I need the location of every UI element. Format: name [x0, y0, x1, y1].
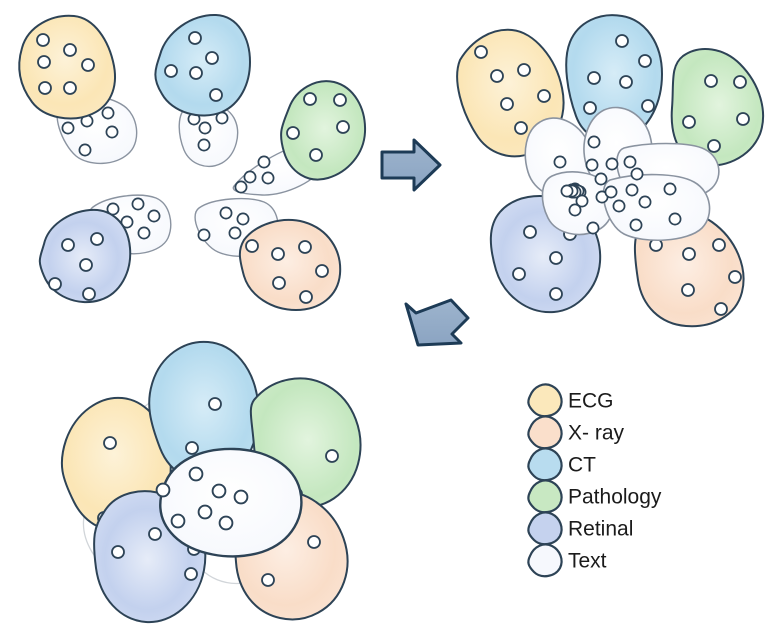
- legend-item-text[interactable]: Text: [527, 543, 607, 578]
- legend-swatch-text: [527, 543, 563, 578]
- legend-label-ct: CT: [568, 454, 596, 477]
- legend-label-text: Text: [568, 550, 607, 573]
- dots-text-with-retinal: [106, 197, 161, 240]
- dots-text-merged-center: [155, 466, 249, 531]
- legend-item-ct[interactable]: CT: [527, 447, 596, 482]
- legend-swatch-xray: [527, 415, 563, 450]
- dots-text-partial-lower: [560, 182, 682, 235]
- text-blob-cluster-partial: [524, 106, 720, 242]
- blob-pair-ecg-unaligned: [18, 14, 138, 165]
- panel-unaligned: [18, 13, 367, 312]
- blob-ecg-unaligned: [18, 14, 116, 120]
- legend-item-ecg[interactable]: ECG: [527, 383, 614, 418]
- legend-swatch-ct: [527, 447, 563, 482]
- blob-pair-pathology-unaligned: [232, 80, 367, 196]
- legend-item-xray[interactable]: X- ray: [527, 415, 625, 450]
- blob-pathology-unaligned: [280, 80, 367, 181]
- arrow-right: [380, 138, 442, 192]
- legend-item-retinal[interactable]: Retinal: [527, 511, 633, 546]
- legend-label-xray: X- ray: [568, 422, 625, 445]
- dots-text-with-xray: [197, 206, 250, 242]
- legend-swatch-pathology: [527, 479, 563, 514]
- dots-text-with-ecg: [61, 106, 119, 157]
- dots-ct-unaligned: [164, 31, 223, 102]
- legend-swatch-ecg: [527, 383, 563, 418]
- blob-xray-unaligned: [238, 219, 342, 312]
- blob-retinal-unaligned: [38, 208, 132, 304]
- dots-pathology-unaligned: [286, 92, 350, 162]
- dots-xray-partial: [649, 238, 742, 316]
- arrow-down-left: [404, 298, 470, 347]
- panel-fully-aligned: [60, 340, 362, 624]
- blob-pair-xray-unaligned: [194, 197, 342, 312]
- dots-ecg-partial: [474, 45, 551, 135]
- blob-text-merged-center: [159, 447, 303, 558]
- dots-ct-partial: [583, 34, 655, 115]
- legend-label-ecg: ECG: [568, 390, 614, 413]
- dots-retinal-unaligned: [48, 232, 104, 301]
- blob-pair-retinal-unaligned: [38, 194, 172, 304]
- legend: ECG X- ray CT Pathology Retinal Text: [527, 383, 662, 578]
- blob-ct-unaligned: [154, 13, 252, 117]
- dots-pathology-partial: [682, 74, 750, 153]
- legend-item-pathology[interactable]: Pathology: [527, 479, 662, 514]
- panel-partially-aligned: [456, 14, 765, 328]
- dots-text-with-pathology: [234, 155, 275, 194]
- dots-ecg-unaligned: [36, 33, 95, 95]
- legend-label-retinal: Retinal: [568, 518, 633, 541]
- blob-pair-ct-unaligned: [154, 13, 252, 168]
- blob-ct-aligned: [148, 340, 260, 483]
- legend-label-pathology: Pathology: [568, 486, 662, 509]
- legend-swatch-retinal: [527, 511, 563, 546]
- dots-xray-unaligned: [245, 239, 329, 304]
